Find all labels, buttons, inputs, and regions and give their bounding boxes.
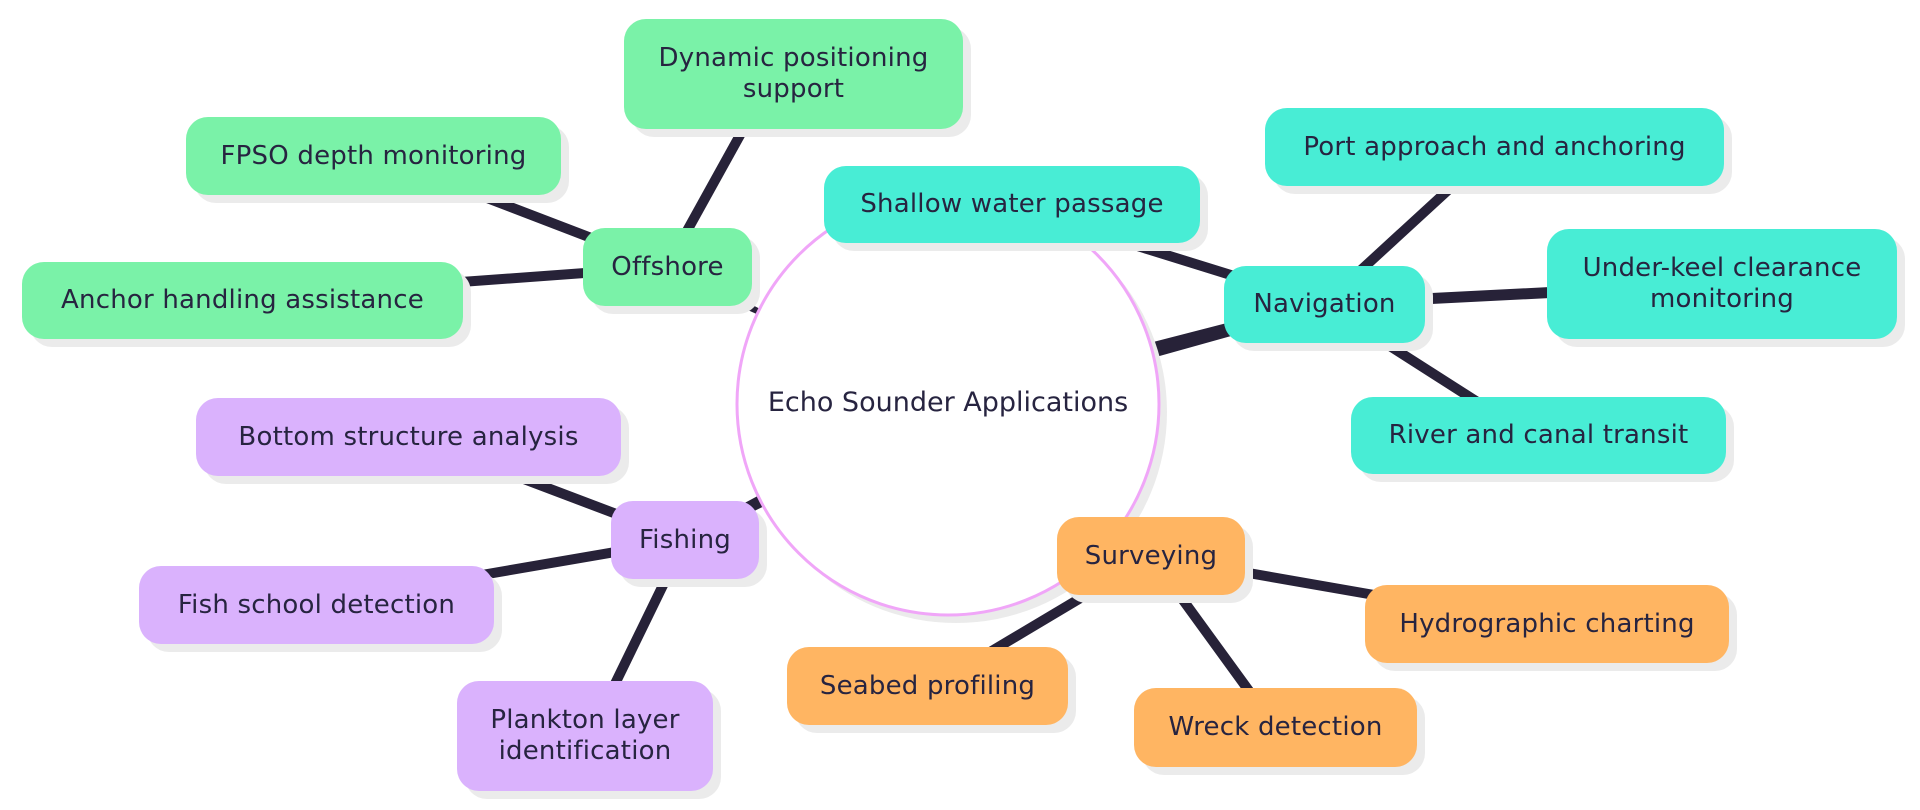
branch-node-offshore[interactable]: Offshore bbox=[583, 228, 752, 306]
leaf-node-label: Shallow water passage bbox=[860, 189, 1164, 219]
branch-node-fishing[interactable]: Fishing bbox=[611, 501, 759, 579]
branch-node-navigation[interactable]: Navigation bbox=[1224, 266, 1425, 343]
leaf-node-label: Dynamic positioning support bbox=[658, 43, 929, 104]
leaf-node-label: River and canal transit bbox=[1388, 420, 1689, 450]
leaf-node-wreck[interactable]: Wreck detection bbox=[1134, 688, 1417, 767]
leaf-node-label: Wreck detection bbox=[1168, 712, 1383, 742]
leaf-node-label: Seabed profiling bbox=[819, 670, 1036, 701]
root-node-label: Echo Sounder Applications bbox=[767, 387, 1129, 418]
branch-node-label: Offshore bbox=[611, 251, 724, 282]
leaf-node-river-canal[interactable]: River and canal transit bbox=[1351, 397, 1726, 474]
leaf-node-label: Anchor handling assistance bbox=[61, 285, 424, 315]
leaf-node-shallow-water[interactable]: Shallow water passage bbox=[824, 166, 1200, 243]
branch-node-label: Surveying bbox=[1084, 540, 1218, 571]
leaf-node-label: Port approach and anchoring bbox=[1303, 131, 1686, 162]
leaf-node-label: Fish school detection bbox=[177, 589, 456, 620]
leaf-node-bottom-structure[interactable]: Bottom structure analysis bbox=[196, 398, 621, 476]
branch-node-surveying[interactable]: Surveying bbox=[1057, 517, 1245, 595]
leaf-node-label: Hydrographic charting bbox=[1399, 608, 1695, 639]
leaf-node-fish-school[interactable]: Fish school detection bbox=[139, 566, 494, 644]
leaf-node-anchor-handling[interactable]: Anchor handling assistance bbox=[22, 262, 463, 339]
leaf-node-under-keel[interactable]: Under-keel clearance monitoring bbox=[1547, 229, 1897, 339]
leaf-node-fpso[interactable]: FPSO depth monitoring bbox=[186, 117, 561, 195]
branch-node-label: Fishing bbox=[639, 524, 731, 555]
leaf-node-hydrographic[interactable]: Hydrographic charting bbox=[1365, 585, 1729, 663]
leaf-node-label: Under-keel clearance monitoring bbox=[1582, 253, 1862, 314]
leaf-node-label: FPSO depth monitoring bbox=[220, 140, 527, 171]
leaf-node-dynamic-positioning[interactable]: Dynamic positioning support bbox=[624, 19, 963, 129]
leaf-node-plankton[interactable]: Plankton layer identification bbox=[457, 681, 713, 791]
leaf-node-seabed[interactable]: Seabed profiling bbox=[787, 647, 1068, 725]
leaf-node-label: Plankton layer identification bbox=[490, 705, 680, 766]
leaf-node-port-approach[interactable]: Port approach and anchoring bbox=[1265, 108, 1724, 186]
branch-node-label: Navigation bbox=[1253, 289, 1396, 319]
leaf-node-label: Bottom structure analysis bbox=[238, 421, 579, 452]
